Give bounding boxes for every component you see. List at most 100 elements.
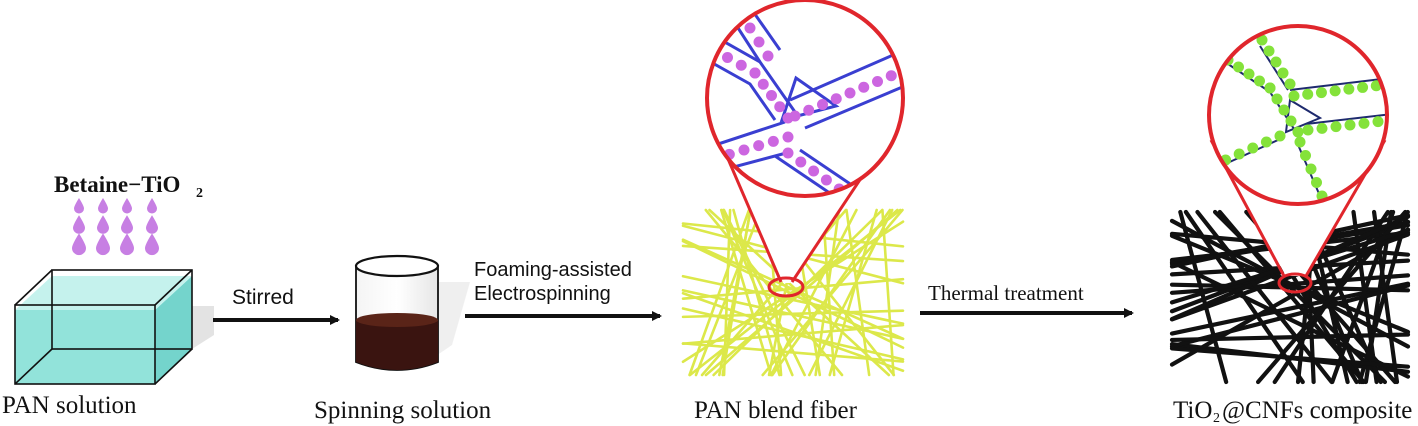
tio2-particle [757, 78, 769, 90]
tio2-particle [858, 81, 870, 93]
tio2-particle [1311, 177, 1322, 188]
tio2-particle [817, 99, 828, 110]
pan-solution-label: PAN solution [2, 392, 137, 419]
fiber-strand [1169, 232, 1411, 322]
fiber-strand [828, 208, 878, 377]
tio2-particle [1288, 90, 1300, 102]
droplet-icon [72, 233, 86, 256]
tio2-particle [1294, 136, 1306, 148]
spinning-solution-label: Spinning solution [314, 397, 492, 424]
fiber-strand [771, 208, 892, 377]
magnifier-ring-pan [705, 0, 905, 198]
tio2-particle [1302, 88, 1314, 100]
tio2-particle [735, 59, 747, 71]
thermal-treatment-label: Thermal treatment [928, 281, 1084, 305]
tio2-particle [1277, 67, 1289, 79]
tio2-particle [1284, 78, 1296, 90]
tio2-particle [782, 147, 794, 159]
tio2-particle [1274, 130, 1286, 142]
tio2-particle [738, 144, 750, 156]
composite-label: TiO 2 @CNFs composite [1173, 397, 1412, 426]
fiber-strand [845, 208, 871, 377]
stirred-label: Stirred [232, 286, 294, 309]
tio2-particle [753, 36, 765, 48]
droplet-icon [145, 233, 159, 256]
fiber-strand [1169, 282, 1411, 293]
fiber-strand [681, 238, 905, 341]
cnf-fiber-mat [1169, 209, 1411, 385]
tio2-particle [1357, 81, 1369, 93]
tio2-particle [1329, 85, 1341, 97]
tio2-particle [1292, 126, 1304, 138]
tio2-particle [726, 0, 738, 6]
tio2-particle [774, 101, 786, 113]
fiber-strand [694, 208, 763, 377]
magnifier-spot-cnf [1277, 272, 1313, 294]
fiber-strand [881, 208, 895, 377]
pan-blend-fiber-label: PAN blend fiber [694, 397, 858, 424]
fiber-strand [681, 323, 905, 346]
tio2-particle [1233, 148, 1245, 160]
tio2-particle [1372, 116, 1384, 128]
droplet-icon [97, 215, 109, 234]
foaming-label: Foaming-assisted [474, 259, 632, 281]
fiber-strand [1169, 281, 1411, 336]
fiber-strand [681, 274, 905, 325]
droplet-icon [122, 198, 132, 214]
tio2-particle [803, 104, 815, 116]
tio2-particle [1358, 117, 1370, 129]
electrospinning-label: Electrospinning [474, 283, 611, 305]
tio2-particle [795, 156, 807, 168]
fiber-strand [1169, 283, 1411, 349]
tio2-particle [872, 76, 883, 87]
tio2-droplets [72, 198, 159, 256]
droplet-icon [96, 233, 110, 256]
tio2-particle [766, 90, 777, 101]
betaine-subscript: 2 [196, 186, 203, 201]
composite-label-sub: 2 [1213, 411, 1220, 426]
tio2-particle [1330, 121, 1342, 133]
tio2-particle [753, 140, 765, 152]
tio2-particle [1316, 122, 1328, 134]
betaine-label: Betaine−TiO [54, 172, 180, 197]
tio2-particle [1278, 104, 1290, 116]
tio2-particle [1344, 119, 1356, 131]
droplet-icon [74, 198, 84, 214]
tio2-particle [830, 93, 842, 105]
composite-label-prefix: TiO [1173, 397, 1212, 424]
tio2-particle [885, 70, 897, 82]
tio2-particle [749, 67, 761, 79]
fiber-strand [1217, 209, 1366, 385]
droplet-icon [98, 198, 108, 214]
tio2-particle [744, 22, 756, 34]
tio2-particle [1300, 150, 1311, 161]
tio2-particle [1247, 142, 1259, 154]
tio2-particle [1209, 160, 1218, 172]
tio2-particle [695, 37, 706, 48]
composite-label-suffix: @CNFs composite [1222, 397, 1412, 424]
tio2-particle [1302, 124, 1314, 136]
fiber-strand [1169, 332, 1411, 343]
fiber-strand [681, 289, 905, 341]
tio2-particle [1343, 83, 1355, 95]
droplet-icon [146, 215, 158, 234]
spinning-solution-jar [354, 254, 470, 371]
fiber-strand [1169, 346, 1411, 369]
magnifier-spot-pan [767, 276, 805, 298]
fiber-strand [1195, 209, 1334, 385]
tio2-particle [789, 110, 801, 122]
tio2-particle [735, 8, 747, 20]
droplet-icon [73, 215, 85, 234]
tio2-particle [820, 174, 832, 186]
tio2-particle [1256, 34, 1268, 46]
fiber-strand [807, 208, 894, 377]
tio2-particle [1263, 45, 1275, 57]
tio2-particle [1305, 163, 1317, 175]
fiber-strand [688, 208, 751, 377]
tio2-particle [1233, 61, 1244, 73]
pan-solution-container [14, 269, 214, 385]
tio2-particle [1243, 68, 1255, 80]
droplet-icon [147, 198, 157, 214]
tio2-particle [722, 52, 733, 63]
tio2-particle [1264, 82, 1276, 94]
